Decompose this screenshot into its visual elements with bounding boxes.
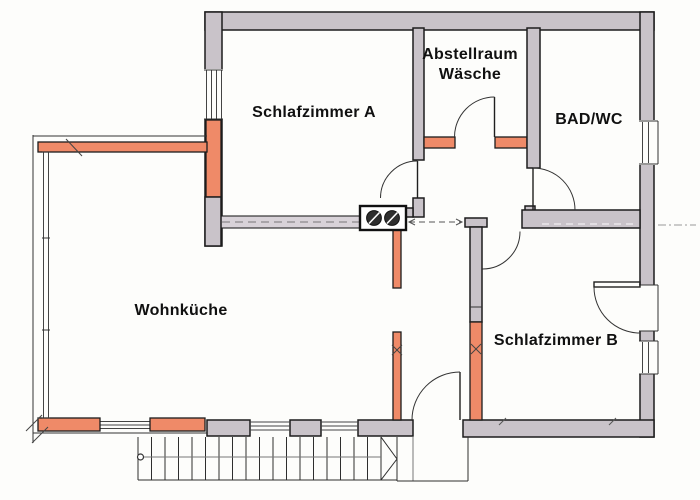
wall-bedroom-b-west-new [469,321,483,421]
storage-door-swing-arc [454,96,495,138]
south-window-3 [321,421,358,431]
break-mark [31,426,49,444]
storage-south-wall-left [423,136,456,149]
stair-treads [151,437,382,480]
south-wall-new-segment-2 [149,417,206,432]
break-mark [391,344,403,356]
north-outer-wall [204,11,655,31]
east-wall-window-bathroom [638,120,659,165]
staircase [136,436,469,482]
west-wall-new-segment [205,119,222,198]
exterior-door-swing-arc [593,286,641,334]
south-window-1 [100,421,150,429]
south-wall-pier-3 [357,419,414,437]
stair-break-diagonal [380,436,398,460]
stair-walkline-start [136,453,145,461]
break-mark [470,343,482,355]
wall-bathroom-west [526,27,541,169]
wall-tick [608,417,617,426]
break-mark [65,138,83,157]
doors [380,96,576,421]
wall-corridor-west-lower [392,331,402,421]
wall-bathroom-south [521,209,641,229]
wall-corridor-west-upper [392,227,402,289]
annex-new-wall-top [37,141,208,153]
dimension-arrow-left [407,218,416,226]
interior-walls [204,27,641,421]
room-label-bad-wc: BAD/WC [555,111,623,128]
south-wall-pier-1 [206,419,251,437]
south-window-2 [250,421,290,431]
exterior-door-leaf [593,281,641,288]
stair-break-diagonal [380,458,398,481]
bathroom-door-swing-arc [532,167,576,211]
entrance-door-swing-arc [411,371,461,421]
room-label-schlafzimmer-a: Schlafzimmer A [252,104,376,121]
east-wall-door-bedroom-b [593,281,659,334]
east-wall-window-bedroom-b [638,340,659,375]
dimension-arrow-right [455,218,464,226]
room-label-wohnkueche: Wohnküche [134,302,227,319]
south-wall-pier-2 [289,419,322,437]
west-wall-window [203,69,224,120]
annotation-lines [407,218,696,426]
wall-bedroom-b-west-upper [469,226,483,323]
break-mark [25,414,43,432]
room-label-waesche: Wäsche [439,66,501,83]
room-label-schlafzimmer-b: Schlafzimmer B [494,332,618,349]
wall-bedroom-a-east-foot [412,197,425,218]
wall-tick [498,417,507,426]
west-wall-lower-block [204,196,222,247]
south-wall-bedroom-b [462,419,655,438]
landing [396,437,469,482]
winter-garden-glazing [25,135,208,444]
bedroom-b-door-swing-arc [482,231,521,270]
south-wall-new-segment-1 [37,417,101,432]
bedroom-a-door-swing-arc [380,160,418,199]
room-labels: Schlafzimmer A Abstellraum Wäsche BAD/WC… [134,46,622,349]
chimney [358,204,408,232]
wall-hall-cap [464,217,488,228]
storage-south-wall-right [494,136,528,149]
wall-bedroom-a-east [412,27,425,161]
room-label-abstellraum: Abstellraum [422,46,518,63]
south-wall-windows [33,417,358,434]
